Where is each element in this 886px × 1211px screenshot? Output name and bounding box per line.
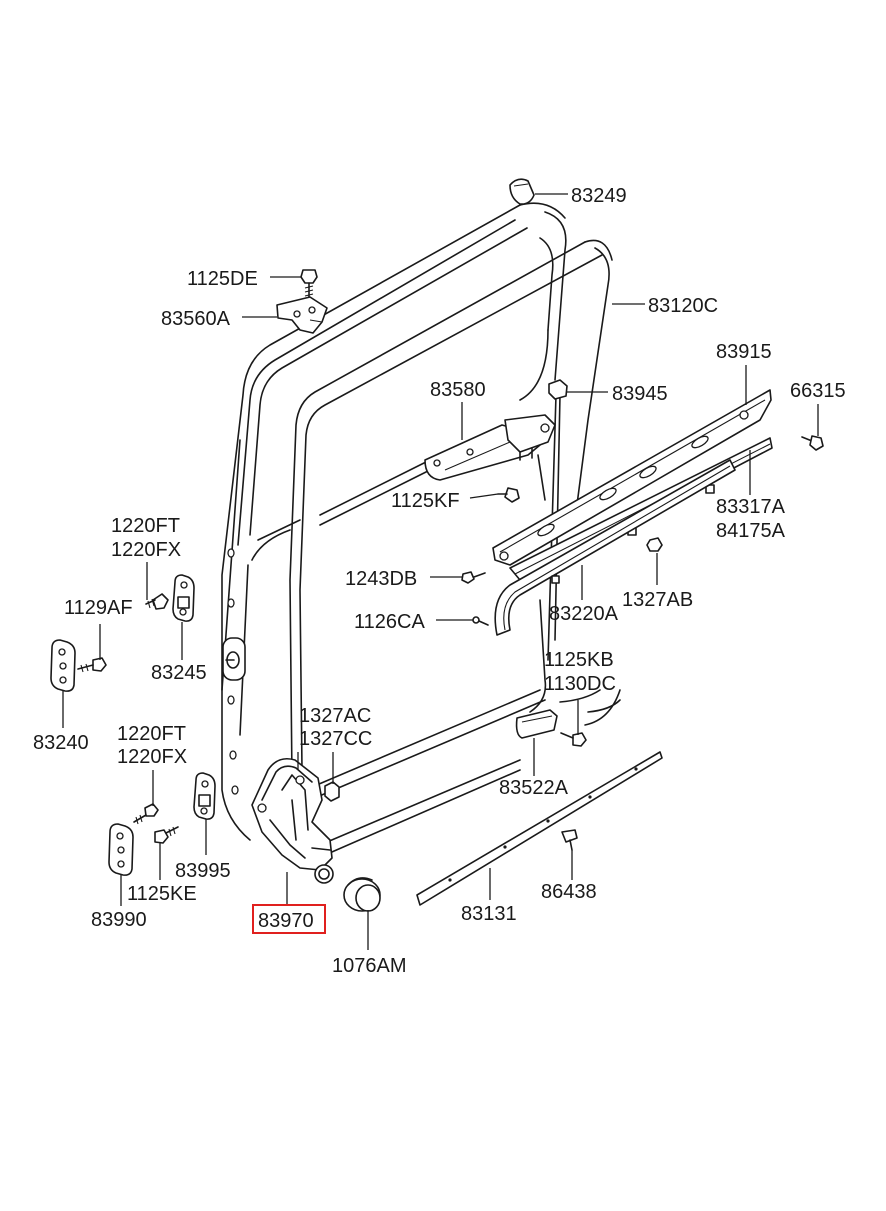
label-83995[interactable]: 83995 [175, 860, 231, 882]
label-1220FX-a[interactable]: 1220FX [111, 539, 181, 561]
label-83249[interactable]: 83249 [571, 185, 627, 207]
label-83580[interactable]: 83580 [430, 379, 486, 401]
part-83245-plate [172, 574, 195, 622]
label-1130DC[interactable]: 1130DC [544, 673, 616, 695]
label-83220A[interactable]: 83220A [549, 603, 619, 625]
part-83915-upper-rail [492, 389, 772, 566]
part-83240-plate [50, 639, 76, 692]
part-1243DB-bolt [461, 571, 486, 584]
label-1243DB[interactable]: 1243DB [345, 568, 417, 590]
part-1125KE-bolt [154, 826, 179, 844]
leader-lines [62, 193, 819, 950]
label-1125KB[interactable]: 1125KB [544, 649, 614, 671]
part-1327AC-nut [324, 781, 340, 802]
label-86438[interactable]: 86438 [541, 881, 597, 903]
label-1327AC[interactable]: 1327AC [299, 705, 371, 727]
part-1327AB-nut [646, 537, 663, 552]
part-labels: 83249 1125DE 83560A 83120C 83915 66315 8… [33, 185, 846, 977]
label-1125KE[interactable]: 1125KE [127, 883, 197, 905]
label-83945[interactable]: 83945 [612, 383, 668, 405]
label-83915[interactable]: 83915 [716, 341, 772, 363]
label-83245[interactable]: 83245 [151, 662, 207, 684]
label-83317A[interactable]: 83317A [716, 496, 786, 518]
part-1125KB-bolt [560, 732, 587, 747]
part-1076AM-grommet [343, 877, 381, 912]
label-1125KF[interactable]: 1125KF [391, 490, 460, 512]
label-1220FX-b[interactable]: 1220FX [117, 746, 187, 768]
part-1220FT-a-bolt [145, 593, 169, 610]
part-83560A-bracket [276, 296, 328, 334]
lower-door-lines [304, 689, 621, 856]
part-83580-arm [424, 414, 556, 501]
highlight-box-83970 [252, 904, 326, 934]
part-83522A-bracket [515, 709, 558, 739]
part-1126CA-screw [472, 616, 489, 626]
part-83990-plate [108, 823, 134, 876]
part-83249-cap [509, 178, 535, 205]
part-83970-hinge [251, 757, 334, 884]
label-1126CA[interactable]: 1126CA [354, 611, 425, 633]
label-1327CC[interactable]: 1327CC [299, 728, 372, 750]
part-83131-strip [416, 751, 663, 906]
part-86438-clip [561, 829, 578, 851]
weatherstrip-83120C [237, 219, 613, 781]
label-1220FT-a[interactable]: 1220FT [111, 515, 180, 537]
label-83970[interactable]: 83970 [258, 910, 314, 932]
label-1327AB[interactable]: 1327AB [622, 589, 693, 611]
part-83995-plate [193, 772, 216, 820]
label-66315[interactable]: 66315 [790, 380, 846, 402]
label-1220FT-b[interactable]: 1220FT [117, 723, 186, 745]
label-1076AM[interactable]: 1076AM [332, 955, 407, 977]
part-1220FT-b-bolt [133, 803, 159, 825]
door-striker [222, 637, 246, 681]
part-83945-nut [548, 379, 568, 400]
label-83990[interactable]: 83990 [91, 909, 147, 931]
label-83131[interactable]: 83131 [461, 903, 517, 925]
part-1129AF-bolt [77, 657, 107, 673]
part-83220A-guide [494, 459, 736, 636]
door-edge-holes [227, 548, 239, 795]
label-83522A[interactable]: 83522A [499, 777, 569, 799]
part-66315-bolt [801, 435, 824, 451]
label-83560A[interactable]: 83560A [161, 308, 231, 330]
part-1125KF-bolt [497, 487, 520, 503]
label-84175A[interactable]: 84175A [716, 520, 786, 542]
label-1125DE[interactable]: 1125DE [187, 268, 258, 290]
label-83240[interactable]: 83240 [33, 732, 89, 754]
label-1129AF[interactable]: 1129AF [64, 597, 133, 619]
label-83120C[interactable]: 83120C [648, 295, 718, 317]
part-1125DE-bolt [300, 269, 318, 301]
